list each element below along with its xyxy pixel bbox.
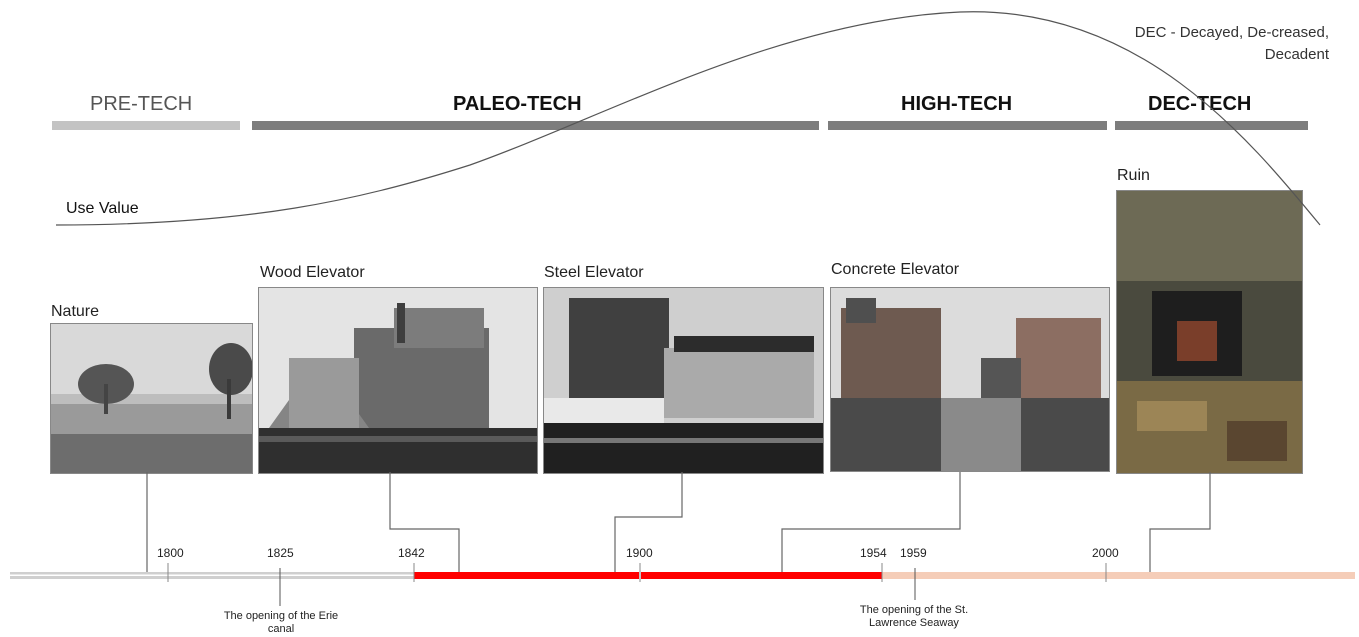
era-bar-paleo-tech — [252, 121, 819, 130]
year-1800: 1800 — [157, 546, 184, 560]
timeline-inner-line — [10, 574, 1355, 576]
note-st-lawrence-seaway: The opening of the St. Lawrence Seaway — [859, 604, 969, 629]
stage-label-nature: Nature — [51, 303, 100, 320]
year-1959: 1959 — [900, 546, 927, 560]
timeline-base — [10, 572, 1355, 579]
note-erie-canal: The opening of the Erie canal — [223, 610, 339, 635]
concrete-elevator-photo — [830, 287, 1110, 472]
year-1825: 1825 — [267, 546, 294, 560]
era-label-pre-tech: PRE-TECH — [90, 93, 193, 115]
era-bar-high-tech — [828, 121, 1107, 130]
era-bar-dec-tech — [1115, 121, 1308, 130]
era-label-dec-tech: DEC-TECH — [1148, 93, 1252, 115]
stage-label-wood-elevator: Wood Elevator — [260, 264, 365, 281]
nature-photo — [50, 323, 253, 474]
era-bar-pre-tech — [52, 121, 240, 130]
year-1900: 1900 — [626, 546, 653, 560]
stage-label-steel-elevator: Steel Elevator — [544, 264, 644, 281]
dec-definition-note: DEC - Decayed, De-creased, Decadent — [1134, 24, 1329, 63]
stage-label-ruin: Ruin — [1117, 167, 1150, 184]
timeline-peach-segment — [882, 572, 1355, 579]
stage-label-concrete-elevator: Concrete Elevator — [831, 261, 960, 278]
year-2000: 2000 — [1092, 546, 1119, 560]
timeline-red-segment — [414, 572, 882, 579]
use-value-label: Use Value — [66, 200, 139, 217]
steel-elevator-photo — [543, 287, 824, 474]
year-1842: 1842 — [398, 546, 425, 560]
era-label-paleo-tech: PALEO-TECH — [453, 93, 582, 115]
connector-ruin — [1149, 472, 1211, 572]
era-label-high-tech: HIGH-TECH — [901, 93, 1013, 115]
wood-elevator-photo — [258, 287, 538, 474]
ruin-photo — [1116, 190, 1303, 474]
year-1954: 1954 — [860, 546, 887, 560]
